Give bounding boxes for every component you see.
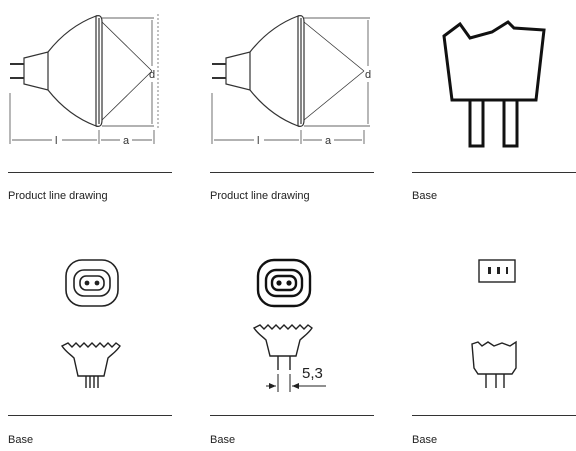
measurement-label: 5,3: [302, 365, 323, 382]
caption: Base: [412, 190, 438, 202]
gallery-item-2: l a d Product line drawing: [210, 8, 374, 208]
base-small-drawing: [471, 259, 517, 388]
gallery-item-1: l a d Product line drawing: [8, 8, 172, 208]
caption: Base: [210, 434, 236, 446]
caption: Product line drawing: [210, 190, 310, 202]
separator: [412, 172, 576, 173]
separator: [8, 172, 172, 173]
dimension-a: a: [123, 135, 130, 147]
gallery-item-3: Base: [412, 8, 576, 208]
base-silhouette-drawing: [442, 20, 546, 148]
dimension-d: d: [365, 69, 371, 81]
separator: [210, 415, 374, 416]
dimension-l: l: [257, 135, 259, 147]
dimension-a: a: [325, 135, 332, 147]
separator: [210, 172, 374, 173]
gallery-item-5: 5,3 Base: [210, 248, 374, 448]
separator: [8, 415, 172, 416]
caption: Base: [8, 434, 34, 446]
base-measured-drawing: 5,3: [252, 258, 326, 392]
dimension-l: l: [55, 135, 57, 147]
separator: [412, 415, 576, 416]
gallery-item-6: Base: [412, 248, 576, 448]
caption: Base: [412, 434, 438, 446]
base-front-side-drawing: [60, 259, 121, 388]
lamp-line-drawing: l a d: [211, 15, 371, 147]
lamp-line-drawing: l a d: [9, 14, 159, 147]
gallery-item-4: Base: [8, 248, 172, 448]
caption: Product line drawing: [8, 190, 108, 202]
dimension-d: d: [149, 69, 155, 81]
